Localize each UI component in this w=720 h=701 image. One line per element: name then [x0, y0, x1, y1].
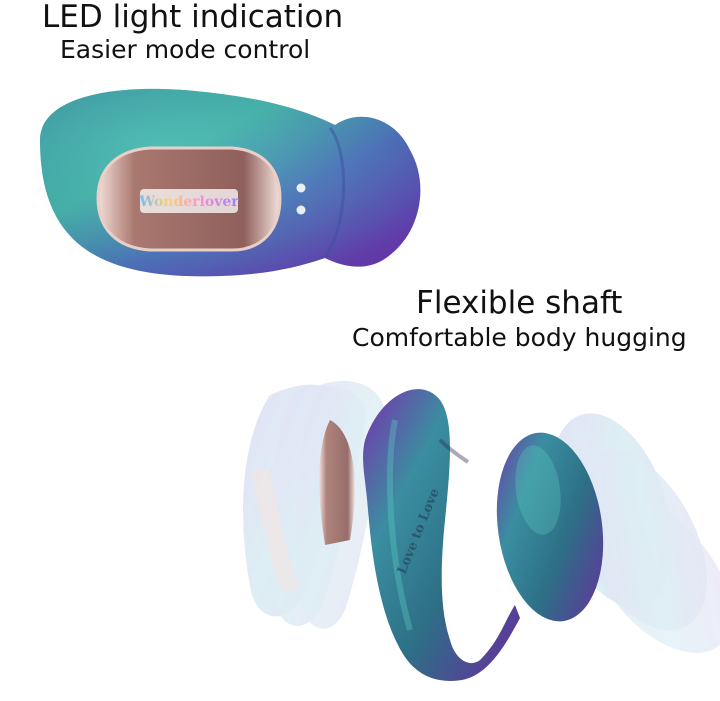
led-feature-subtitle: Easier mode control	[60, 35, 311, 64]
led-feature-title: LED light indication	[42, 0, 344, 35]
top-device-window	[96, 146, 282, 252]
led-indicator-bottom	[296, 205, 306, 215]
shaft-feature-title: Flexible shaft	[416, 285, 623, 321]
motion-ghosts	[243, 380, 720, 654]
side-device-body	[319, 389, 604, 681]
top-device-brand: Wonderlover	[138, 194, 239, 210]
led-indicator-top	[296, 183, 306, 193]
shaft-feature-subtitle: Comfortable body hugging	[352, 323, 687, 352]
